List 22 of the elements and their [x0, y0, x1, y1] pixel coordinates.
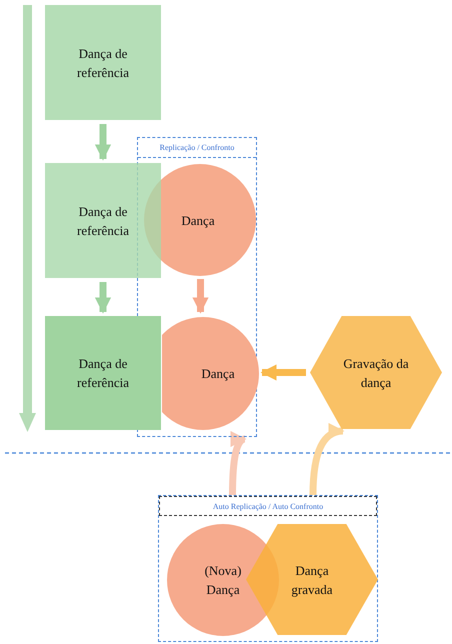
node-label: Gravação da dança	[342, 354, 410, 392]
arrow	[310, 424, 345, 496]
group-title: Auto Replicação / Auto Confronto	[212, 502, 324, 510]
node-label: Dança gravada	[290, 562, 334, 598]
hexagon-node	[310, 316, 442, 429]
group-title: Replicação / Confronto	[160, 143, 234, 152]
process-box	[45, 163, 161, 278]
process-box	[45, 316, 161, 430]
node-label: Dança	[181, 212, 215, 230]
arrow	[192, 279, 209, 314]
node-label: Dança de referência	[76, 44, 130, 82]
arrow	[94, 282, 112, 314]
hexagon-node	[246, 524, 378, 635]
node-label: Dança de referência	[76, 202, 130, 240]
arrow	[94, 124, 112, 161]
process-box	[45, 5, 161, 120]
node-label: Dança	[201, 365, 235, 383]
group-box	[158, 495, 378, 642]
arrow	[260, 364, 306, 381]
node-label: (Nova) Dança	[204, 562, 242, 599]
arrow	[229, 434, 247, 496]
node-label: Dança de referência	[76, 355, 130, 392]
